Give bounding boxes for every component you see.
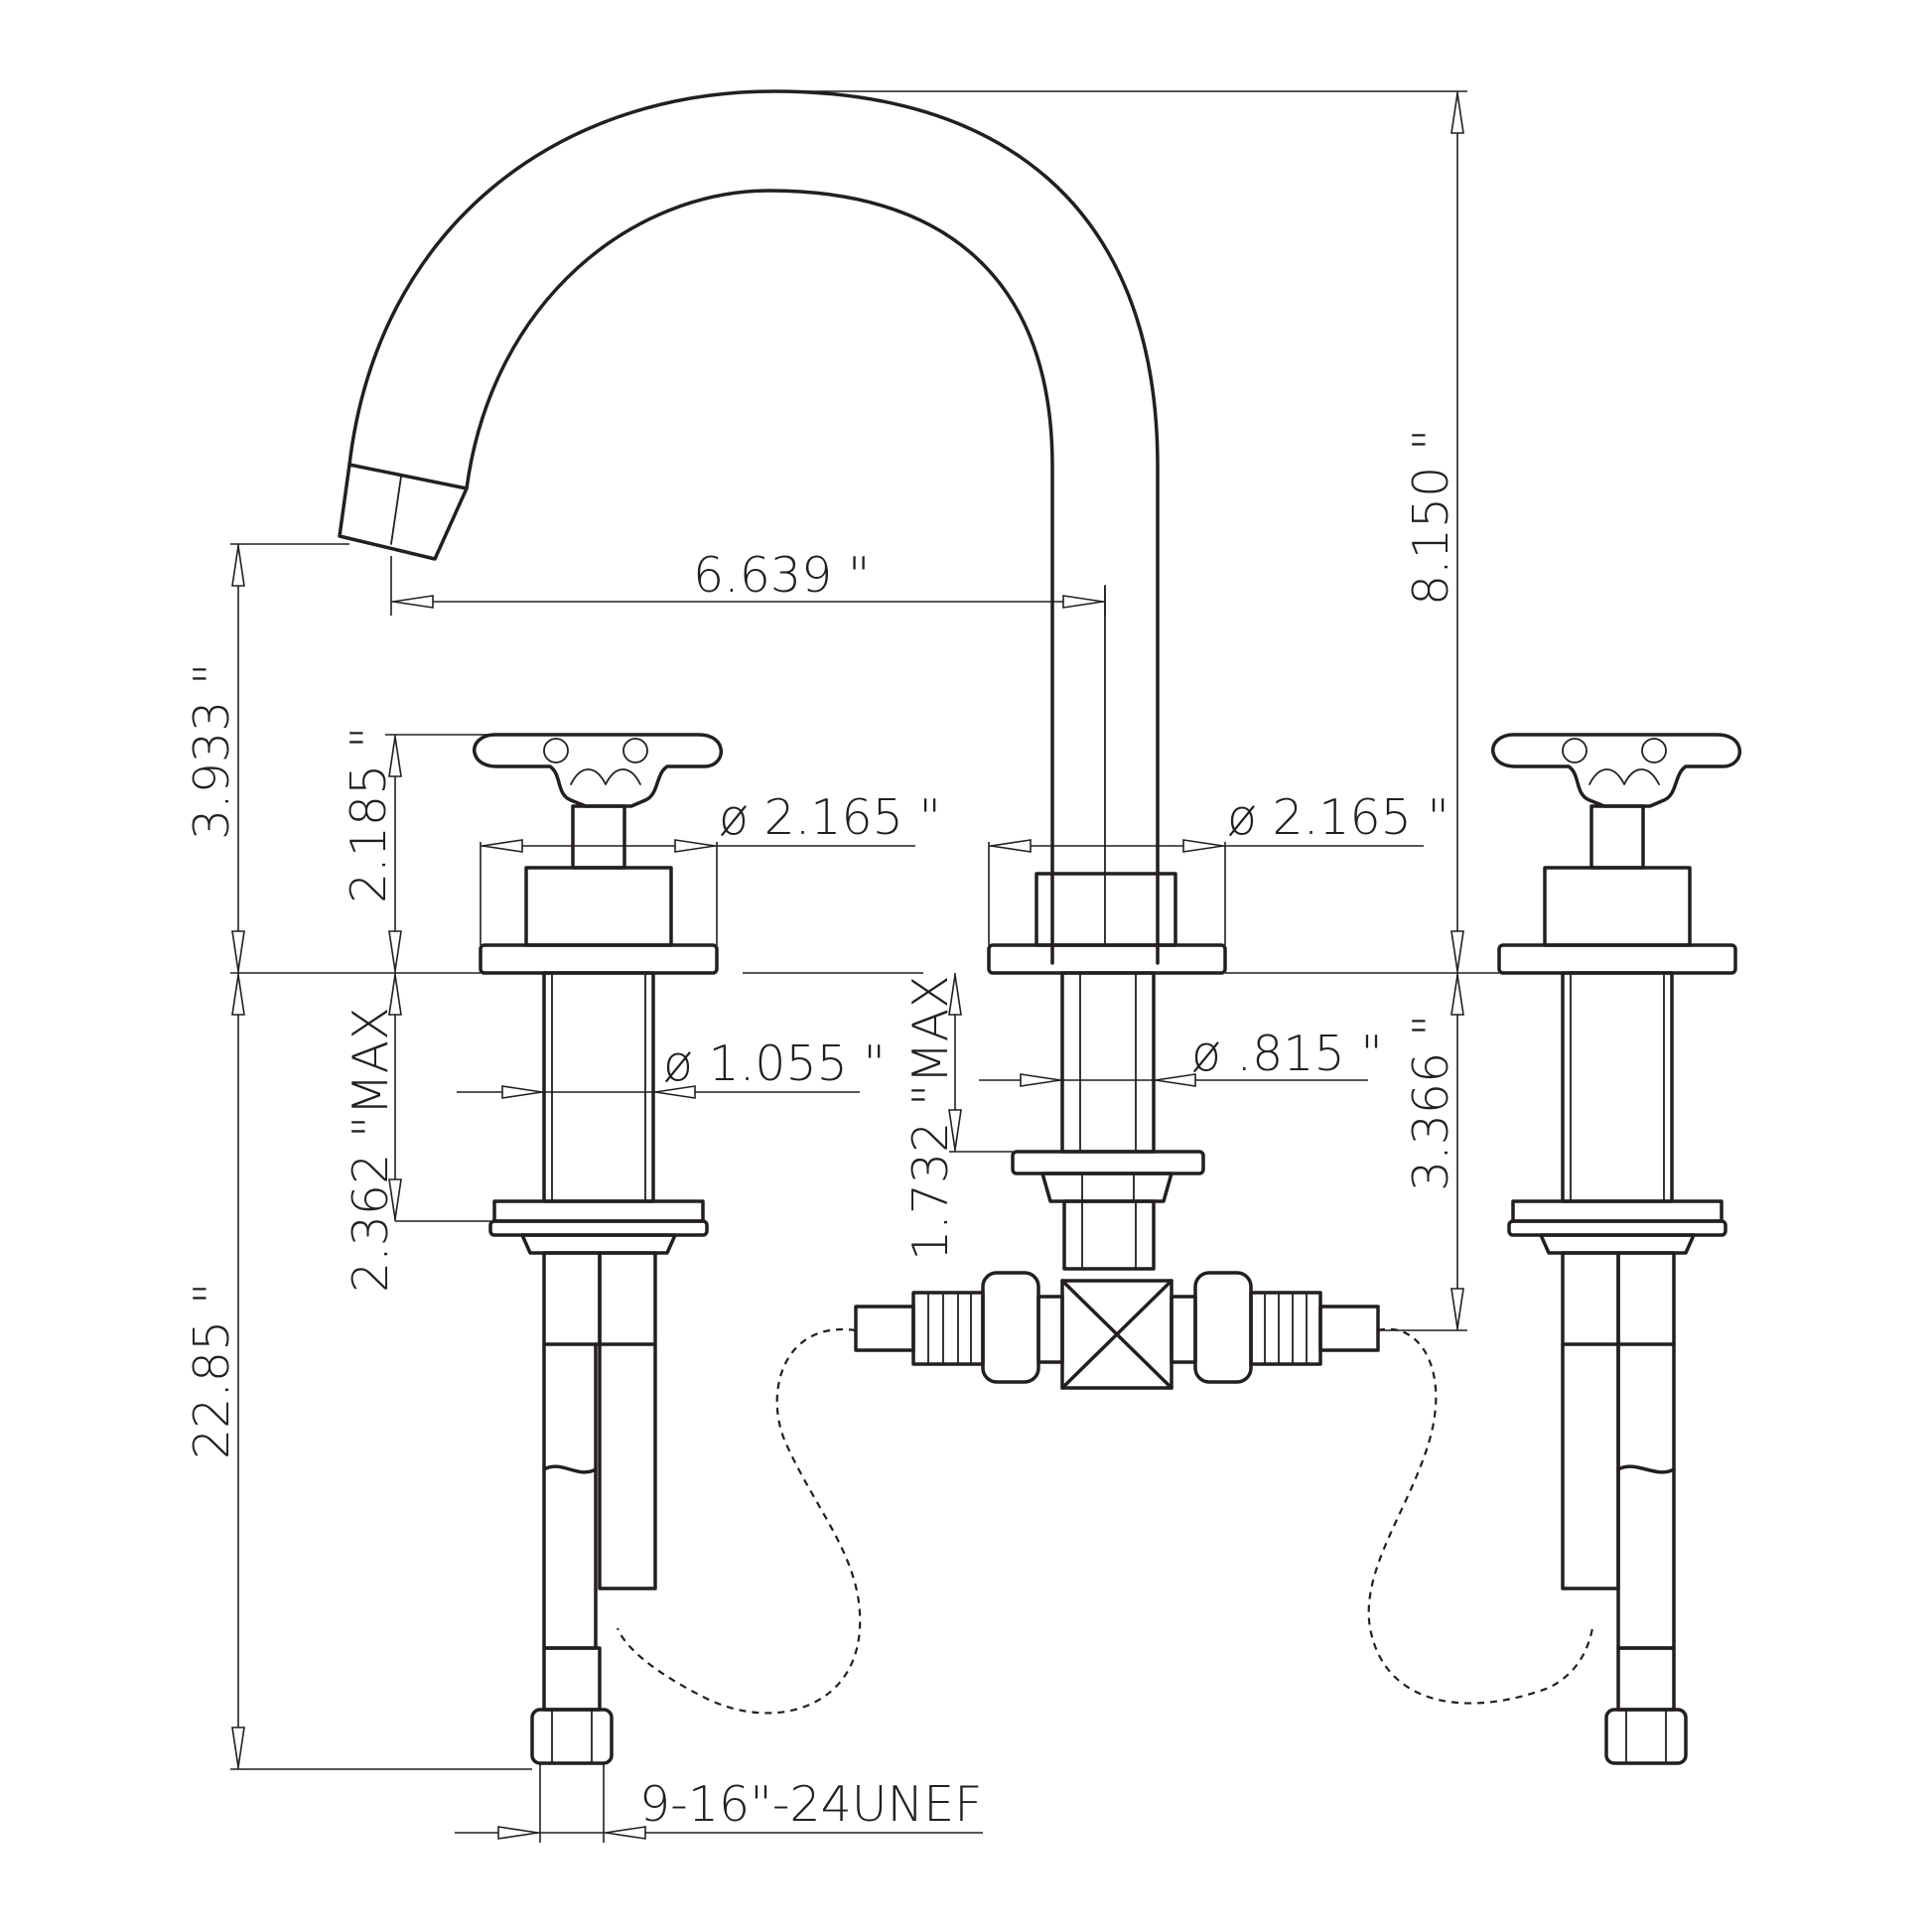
left-hose-connector-nut: [530, 1708, 614, 1765]
left-cold-hose-crimp: [598, 1251, 657, 1346]
dim-handle-height: 2.185 ": [341, 727, 397, 903]
right-handle-bonnet: [1543, 866, 1692, 947]
left-valve-body: [542, 971, 655, 1203]
nozzle-seam: [390, 476, 402, 545]
left-handle-bonnet: [524, 866, 673, 947]
spout-tee-neck: [1062, 1199, 1156, 1271]
dim-spout-reach: 6.639 ": [693, 547, 870, 604]
left-hose-ferrule: [542, 1646, 602, 1712]
right-handle-valve: [1491, 733, 1742, 1765]
right-cross-handle: [1491, 733, 1742, 808]
dim-overall-height: 8.150 ": [1403, 429, 1459, 606]
left-cross-handle: [473, 733, 724, 808]
right-handle-stem: [1589, 804, 1645, 870]
right-mounting-washer: [1511, 1199, 1724, 1223]
dim-tee-depth: 3.366 ": [1403, 1015, 1459, 1191]
left-connecting-hose-dashed: [616, 1327, 862, 1715]
right-cold-hose-crimp: [1616, 1251, 1676, 1346]
right-braided-hose-a: [1616, 1342, 1676, 1650]
dim-spout-shank-diameter: ø .815 ": [1191, 1026, 1383, 1082]
dim-spout-outlet-height: 3.933 ": [184, 663, 240, 840]
spout-mounting-washer: [1011, 1150, 1205, 1175]
right-handle-escutcheon: [1497, 943, 1737, 975]
tee-left-fitting: [911, 1291, 985, 1366]
dimensions: 8.150 " 6.639 " 3.933 " 2.185 " ø 2.165 …: [184, 90, 1467, 1843]
tee-connector: [616, 1271, 1594, 1715]
left-braided-hose-a: [542, 1342, 598, 1650]
right-braided-hose-b: [1561, 1342, 1620, 1590]
right-hose-connector-nut: [1604, 1708, 1688, 1765]
dim-hose-thread: 9-16"-24UNEF: [639, 1776, 982, 1833]
right-connecting-hose-dashed: [1367, 1327, 1594, 1705]
right-hot-hose-crimp: [1561, 1251, 1620, 1346]
right-valve-body: [1561, 971, 1674, 1203]
right-mounting-nut: [1539, 1233, 1696, 1255]
tee-left-hose-stub: [854, 1305, 915, 1352]
tee-right-union-nut: [1193, 1271, 1253, 1384]
dim-handle-shank-diameter: ø 1.055 ": [663, 1035, 886, 1092]
dim-hose-length: 22.85 ": [184, 1283, 240, 1459]
left-handle-escutcheon: [479, 943, 719, 975]
spout-inner-contour: [465, 189, 1054, 965]
left-hot-hose-crimp: [542, 1251, 602, 1346]
left-mounting-washer: [492, 1199, 705, 1223]
spout-nozzle: [338, 463, 469, 561]
spout-shank: [1060, 971, 1156, 1154]
tee-left-union-nut: [981, 1271, 1040, 1384]
tee-right-hose-stub: [1318, 1305, 1380, 1352]
tee-right-fitting: [1249, 1291, 1322, 1366]
left-handle-stem: [571, 804, 626, 870]
spout-escutcheon: [987, 943, 1227, 975]
spout-base-collar: [1035, 872, 1177, 947]
right-hose-ferrule: [1616, 1646, 1676, 1712]
spout-mounting-nut: [1040, 1172, 1173, 1203]
dim-spout-shank-max: 1.732 "MAX: [902, 975, 959, 1261]
dim-handle-base-diameter: ø 2.165 ": [719, 789, 941, 846]
left-braided-hose-b: [598, 1342, 657, 1590]
dim-handle-shank-max: 2.362 "MAX: [343, 1007, 399, 1293]
dim-spout-base-diameter: ø 2.165 ": [1227, 789, 1449, 846]
left-mounting-nut: [520, 1233, 677, 1255]
left-handle-valve: [473, 733, 724, 1765]
